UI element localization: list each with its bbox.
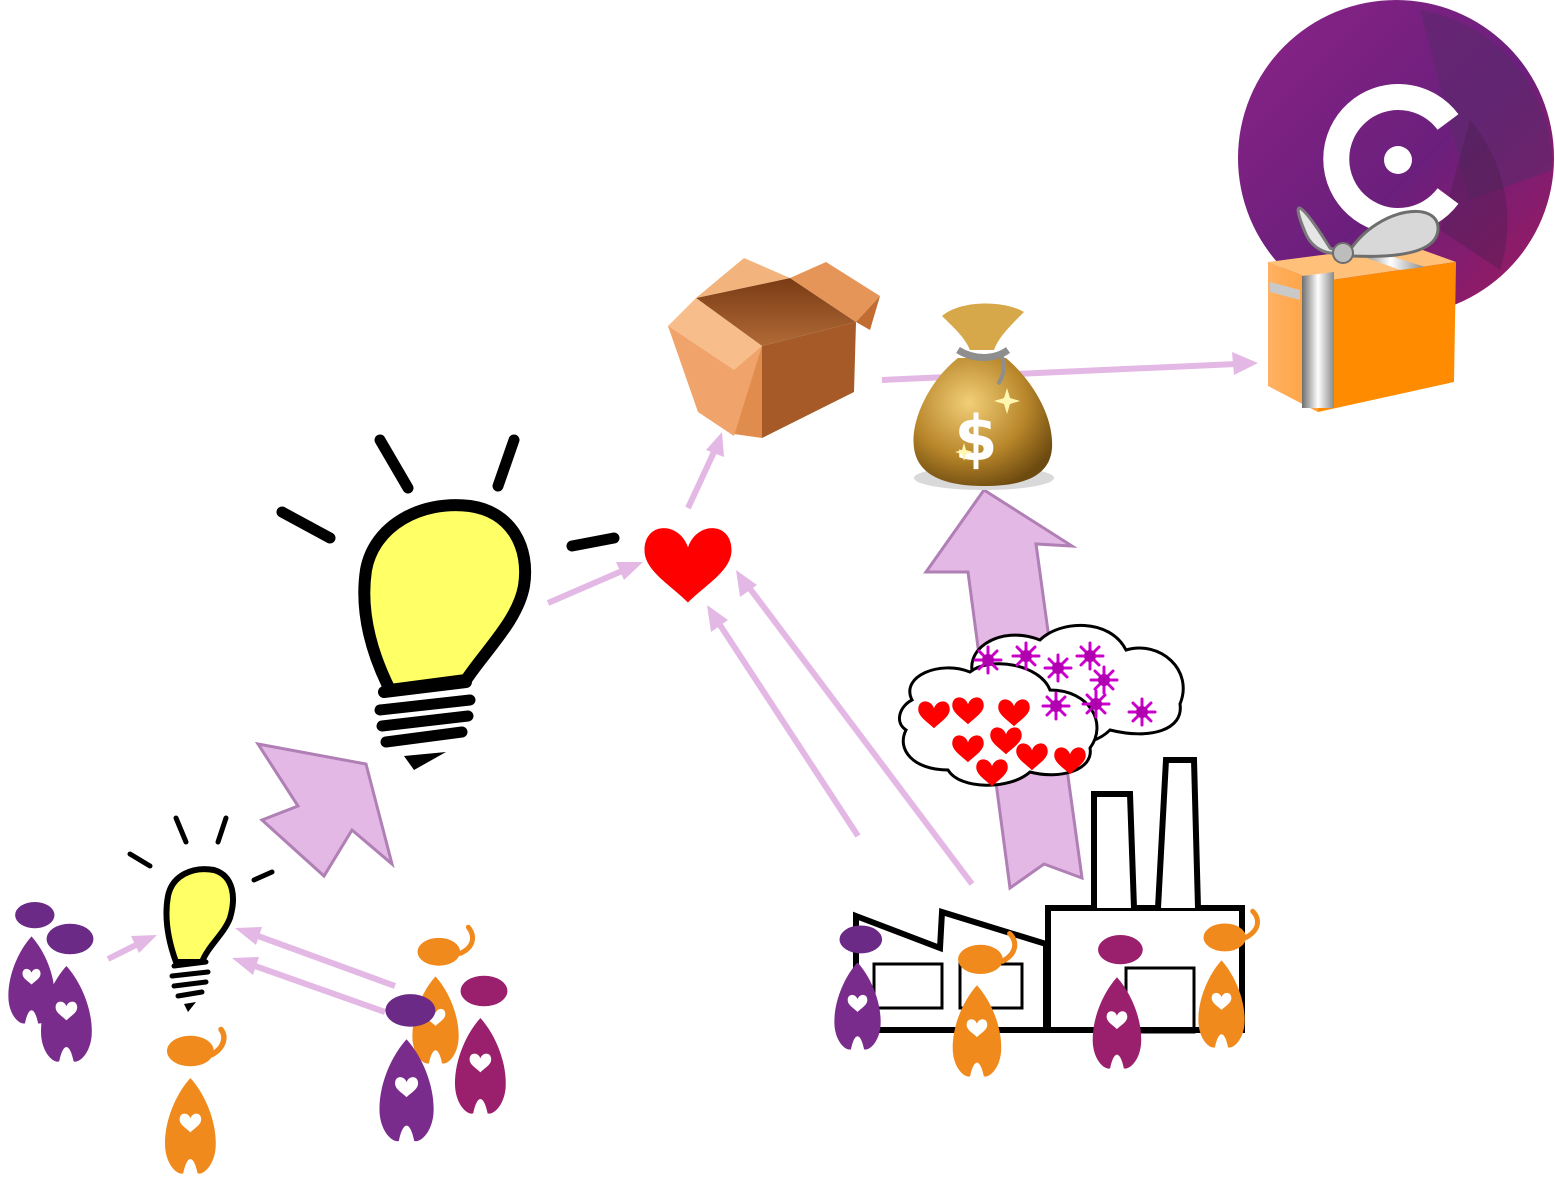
arrow-factory-to-heart-2 [736, 570, 975, 886]
arrow-bulb-to-heart [546, 562, 643, 606]
person-icon [952, 931, 1018, 1077]
small-lightbulb-icon [127, 815, 275, 1012]
person-icon [412, 924, 475, 1064]
person-icon [1092, 935, 1143, 1069]
person-icon [379, 994, 436, 1142]
arrow-box-to-gift [881, 352, 1258, 383]
open-box-icon [668, 258, 880, 438]
arrow-factory-to-heart-1 [707, 605, 861, 838]
person-icon [41, 923, 94, 1062]
people-group-left [8, 901, 227, 1174]
heart-icon [644, 528, 732, 603]
arrow-right-group-to-small-bulb-2 [232, 957, 387, 1015]
big-lightbulb-icon [276, 434, 620, 770]
arrow-right-group-to-small-bulb-1 [235, 927, 397, 989]
block-arrow-small-to-big-idea [254, 741, 395, 879]
person-icon [165, 1026, 227, 1174]
arrow-group-to-small-bulb [106, 935, 157, 962]
gift-box-icon [1268, 206, 1456, 412]
person-icon [455, 975, 508, 1114]
person-icon [834, 925, 883, 1050]
person-icon [8, 901, 55, 1024]
money-bag-icon: $ [913, 303, 1054, 490]
people-group-middle [379, 924, 508, 1142]
arrow-heart-to-box [685, 432, 724, 510]
people-group-factory [834, 908, 1260, 1077]
dollar-sign: $ [954, 402, 997, 475]
cloud-icon [897, 623, 1185, 787]
person-icon [1198, 908, 1260, 1048]
